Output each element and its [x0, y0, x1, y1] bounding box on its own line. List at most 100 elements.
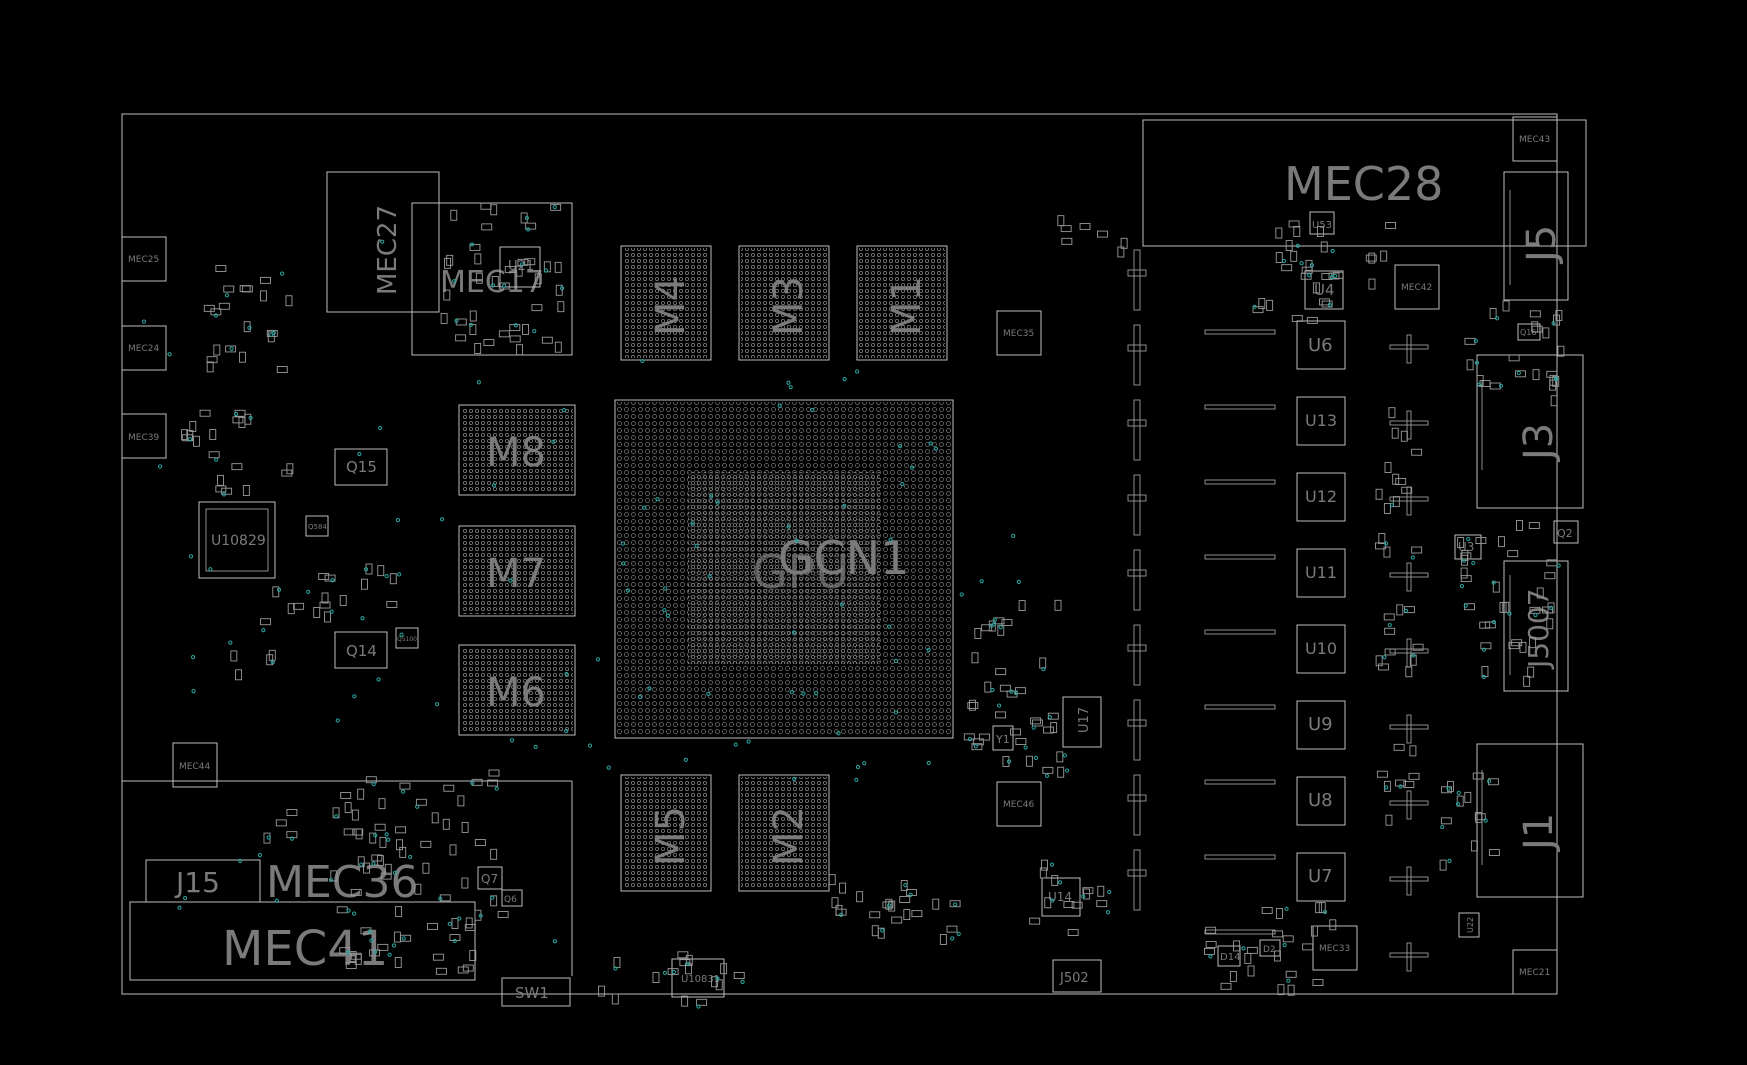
y1-part[interactable]: Y1 — [992, 725, 1014, 751]
passive — [203, 304, 215, 312]
passive — [1252, 306, 1264, 314]
passive — [1275, 908, 1283, 919]
passive — [1306, 316, 1318, 324]
u10829-part[interactable]: U10829 — [198, 501, 276, 579]
u11-part[interactable]: U11 — [1296, 548, 1346, 598]
passive — [217, 474, 224, 486]
u8-part[interactable]: U8 — [1296, 776, 1346, 826]
via — [696, 1004, 701, 1009]
q7-part[interactable]: Q7 — [477, 866, 503, 890]
passive — [345, 962, 357, 969]
mec42-pad[interactable]: MEC42 — [1394, 264, 1440, 310]
passive — [1030, 717, 1042, 725]
passive — [891, 916, 903, 924]
memory-m2[interactable]: M2 — [738, 774, 830, 892]
sw1-switch[interactable]: SW1 — [501, 977, 571, 1007]
u10-part[interactable]: U10 — [1296, 624, 1346, 674]
u7-part[interactable]: U7 — [1296, 852, 1346, 902]
passive — [1305, 259, 1313, 271]
q14-part[interactable]: Q14 — [334, 631, 388, 669]
mec43-pad[interactable]: MEC43 — [1512, 116, 1558, 162]
mec24-pad[interactable]: MEC24 — [121, 325, 167, 371]
memory-m4[interactable]: M4 — [620, 245, 712, 361]
passive — [1010, 728, 1021, 736]
q5100-part[interactable]: Q5100 — [395, 627, 419, 649]
passive — [474, 839, 486, 847]
u22-part[interactable]: U22 — [1458, 912, 1480, 938]
passive — [1127, 644, 1147, 652]
memory-m6[interactable]: M6 — [458, 644, 576, 736]
d2-part[interactable]: D2 — [1259, 939, 1281, 957]
u53-label: U53 — [1312, 220, 1332, 231]
passive — [225, 345, 237, 353]
via — [1551, 321, 1556, 326]
j502-connector[interactable]: J502 — [1052, 959, 1102, 993]
passive — [652, 972, 660, 984]
sw1-label: SW1 — [515, 984, 549, 1002]
d14-part[interactable]: D14 — [1217, 945, 1241, 967]
passive — [1389, 496, 1429, 502]
passive — [343, 828, 355, 836]
via — [346, 950, 351, 955]
via — [387, 952, 392, 957]
q2-part[interactable]: Q2 — [1553, 520, 1579, 544]
via — [715, 976, 720, 981]
j15-connector[interactable]: J15 — [145, 859, 261, 903]
passive — [1389, 648, 1429, 654]
u10831-part[interactable]: U10831 — [671, 958, 725, 998]
via — [1481, 674, 1486, 680]
passive — [667, 968, 679, 976]
via — [990, 687, 995, 693]
passive — [455, 334, 467, 342]
u17-part[interactable]: U17 — [1062, 696, 1102, 748]
passive — [1484, 621, 1496, 629]
passive — [981, 624, 993, 632]
u53-part[interactable]: U53 — [1309, 211, 1335, 235]
gpu-package[interactable]: GCN1 GPU — [614, 399, 954, 739]
u12-part[interactable]: U12 — [1296, 472, 1346, 522]
passive — [856, 891, 864, 903]
u6-part[interactable]: U6 — [1296, 320, 1346, 370]
mec39-pad[interactable]: MEC39 — [121, 413, 167, 459]
passive — [435, 967, 447, 975]
via — [862, 761, 867, 766]
passive — [1321, 273, 1333, 280]
connector-j3[interactable]: J3 — [1476, 354, 1584, 509]
via — [564, 671, 569, 677]
q6-part[interactable]: Q6 — [501, 889, 523, 907]
via — [792, 776, 797, 782]
passive — [1375, 655, 1383, 667]
passive — [1204, 779, 1276, 785]
memory-m3[interactable]: M3 — [738, 245, 830, 361]
memory-m7[interactable]: M7 — [458, 525, 576, 617]
connector-j1[interactable]: J1 — [1476, 743, 1584, 898]
passive — [1409, 745, 1417, 757]
passive — [733, 972, 745, 979]
mec44-pad[interactable]: MEC44 — [172, 742, 218, 788]
passive — [972, 738, 984, 746]
via — [400, 789, 406, 794]
q584-part[interactable]: Q584 — [305, 515, 329, 537]
memory-m5[interactable]: M5 — [620, 774, 712, 892]
memory-m8[interactable]: M8 — [458, 404, 576, 496]
memory-m1[interactable]: M1 — [856, 245, 948, 361]
u9-part[interactable]: U9 — [1296, 700, 1346, 750]
q5100-label: Q5100 — [397, 636, 417, 643]
q15-part[interactable]: Q15 — [334, 448, 388, 486]
mec21-pad[interactable]: MEC21 — [1512, 949, 1558, 995]
via — [562, 407, 567, 413]
passive — [432, 953, 444, 961]
via — [334, 814, 339, 819]
via — [1533, 612, 1538, 618]
mec35-pad[interactable]: MEC35 — [996, 310, 1042, 356]
passive — [1457, 537, 1465, 548]
u13-part[interactable]: U13 — [1296, 396, 1346, 446]
mec25-pad[interactable]: MEC25 — [121, 236, 167, 282]
mec46-pad[interactable]: MEC46 — [996, 781, 1042, 827]
via — [637, 694, 643, 700]
via — [887, 624, 892, 629]
connector-j5[interactable]: J5 — [1503, 171, 1569, 301]
passive — [1133, 849, 1141, 911]
passive — [474, 909, 482, 921]
via — [926, 760, 931, 766]
